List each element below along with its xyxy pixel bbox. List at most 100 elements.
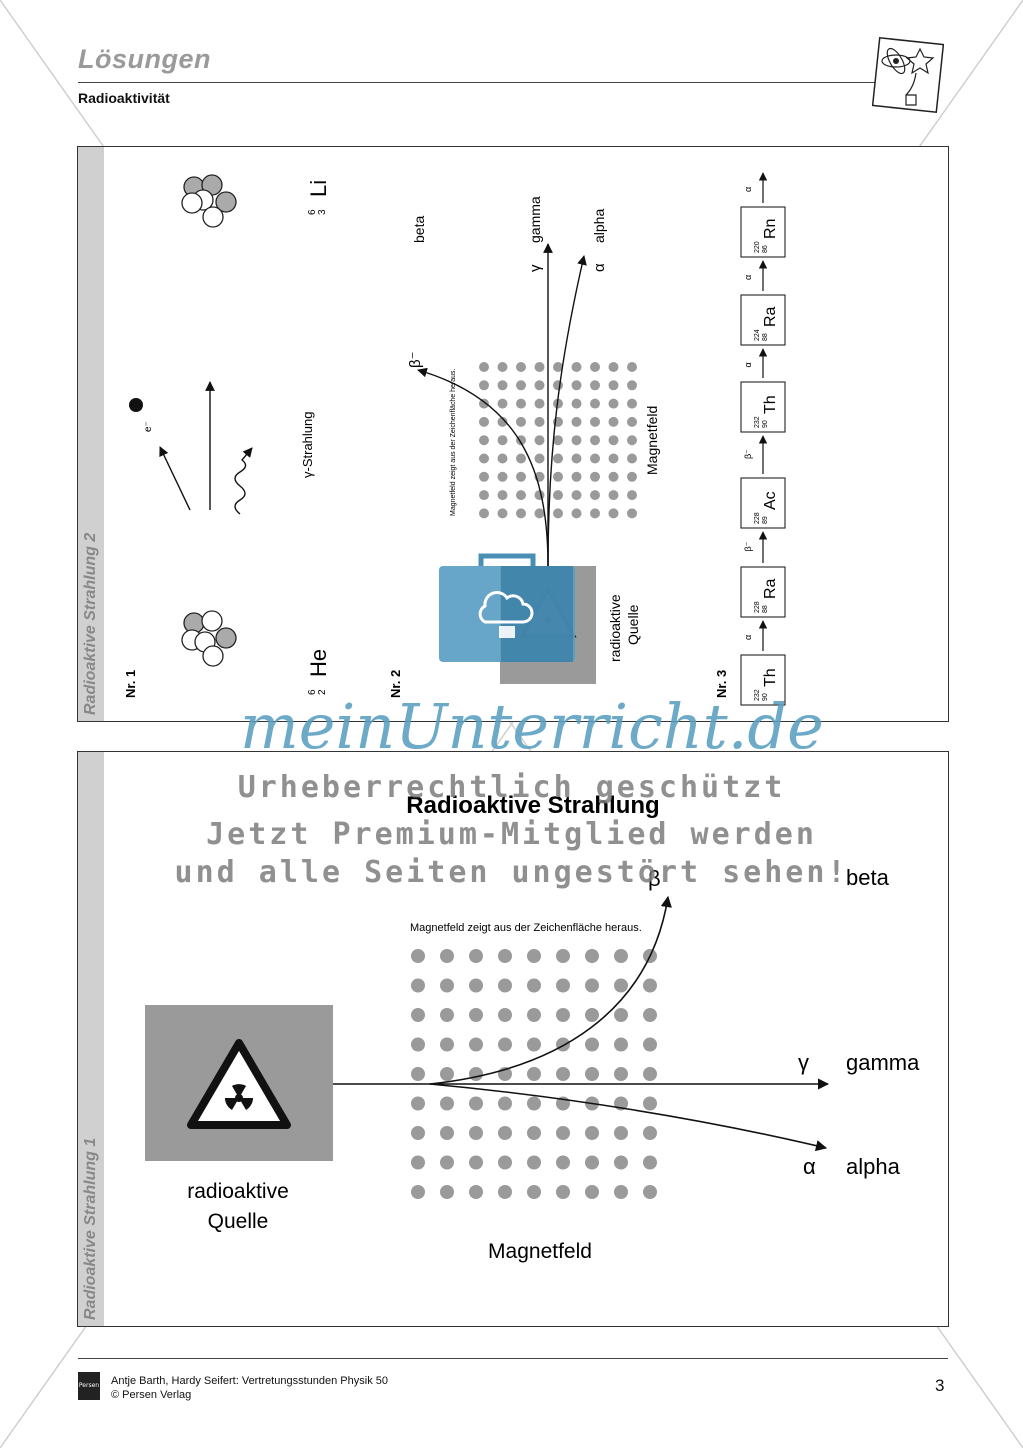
field-dot bbox=[497, 398, 508, 409]
field-dot bbox=[527, 1008, 541, 1022]
field-dot bbox=[627, 380, 637, 391]
field-dot bbox=[627, 435, 637, 446]
beta-beam-top bbox=[417, 367, 549, 567]
field-dot bbox=[608, 398, 619, 409]
field-dot bbox=[627, 490, 637, 501]
field-dot bbox=[527, 1155, 541, 1170]
page-header-subtitle: Radioaktivität bbox=[78, 90, 170, 106]
nuclide-mass: 232 bbox=[754, 416, 761, 428]
field-dot bbox=[608, 490, 619, 501]
field-dot bbox=[516, 362, 526, 372]
page-header-title: Lösungen bbox=[78, 44, 211, 74]
field-dot bbox=[469, 1155, 483, 1170]
field-dot bbox=[411, 978, 425, 993]
field-dot bbox=[479, 398, 489, 409]
field-dot bbox=[497, 435, 508, 446]
gamma-symbol-top: γ bbox=[527, 264, 544, 272]
field-dot bbox=[608, 380, 619, 391]
field-dot bbox=[571, 508, 582, 519]
field-dot bbox=[608, 471, 619, 482]
field-dot bbox=[497, 380, 508, 391]
field-dot bbox=[627, 453, 637, 464]
field-dot bbox=[627, 508, 637, 519]
field-dot bbox=[440, 1008, 454, 1022]
field-dot bbox=[590, 416, 600, 427]
alpha-label-top: alpha bbox=[591, 209, 607, 243]
field-dot bbox=[556, 978, 570, 993]
field-dot bbox=[608, 416, 619, 427]
field-dot bbox=[516, 508, 526, 519]
field-dot bbox=[411, 949, 425, 963]
field-dot bbox=[479, 416, 489, 427]
field-dot bbox=[527, 949, 541, 963]
field-dot bbox=[534, 416, 545, 427]
briefcase-icon bbox=[439, 553, 575, 662]
field-dot bbox=[527, 1067, 541, 1081]
nuclide-box bbox=[740, 206, 786, 258]
gamma-wave-icon bbox=[234, 447, 253, 515]
field-dot bbox=[516, 398, 526, 409]
field-dot bbox=[590, 398, 600, 409]
field-dot bbox=[527, 1037, 541, 1052]
field-dot bbox=[411, 1037, 425, 1052]
source-label-top-1: radioaktive bbox=[607, 594, 623, 662]
nuclide-mass: 228 bbox=[754, 512, 761, 524]
field-dot bbox=[585, 1155, 599, 1170]
field-dot bbox=[440, 1155, 454, 1170]
footer-credit-2: © Persen Verlag bbox=[111, 1389, 192, 1401]
field-dot bbox=[556, 1008, 570, 1022]
field-dot bbox=[479, 508, 489, 519]
field-dot bbox=[590, 471, 600, 482]
field-dot bbox=[497, 453, 508, 464]
field-dot bbox=[469, 1185, 483, 1199]
magnetic-field-dots-bottom bbox=[411, 949, 657, 1199]
science-logo-icon bbox=[872, 37, 944, 113]
nr1-label: Nr. 1 bbox=[123, 670, 138, 698]
source-label-bottom-1: radioaktive bbox=[187, 1180, 289, 1203]
field-dot bbox=[553, 435, 563, 446]
field-dot bbox=[571, 435, 582, 446]
field-dot bbox=[479, 362, 489, 372]
electron-label: e⁻ bbox=[143, 421, 154, 432]
field-dot bbox=[643, 1155, 657, 1170]
nuclide-box bbox=[740, 381, 786, 433]
beta-label-top: beta bbox=[411, 216, 427, 243]
field-dot bbox=[590, 508, 600, 519]
nuclide-number: 90 bbox=[762, 693, 769, 701]
beta-beam-bottom bbox=[429, 895, 672, 1085]
field-dot bbox=[469, 1126, 483, 1140]
field-dot bbox=[627, 416, 637, 427]
field-dot bbox=[516, 453, 526, 464]
field-dot bbox=[614, 1037, 628, 1052]
nuclide-number: 90 bbox=[762, 420, 769, 428]
field-dot bbox=[614, 1185, 628, 1199]
field-dot bbox=[643, 1185, 657, 1199]
field-dot bbox=[469, 1008, 483, 1022]
field-label-bottom: Magnetfeld bbox=[488, 1240, 592, 1263]
nuclide-symbol: Rn bbox=[762, 219, 779, 239]
nr2-label: Nr. 2 bbox=[388, 670, 403, 698]
field-label-top: Magnetfeld bbox=[644, 406, 660, 475]
li-symbol: Li bbox=[306, 180, 331, 197]
field-dot bbox=[553, 453, 563, 464]
field-dot bbox=[571, 490, 582, 501]
footer-credit-1: Antje Barth, Hardy Seifert: Vertretungss… bbox=[111, 1375, 388, 1387]
field-dot bbox=[627, 471, 637, 482]
footer-divider bbox=[78, 1358, 948, 1359]
field-dot bbox=[479, 380, 489, 391]
nuclide-box bbox=[740, 654, 786, 706]
bottom-title: Radioaktive Strahlung bbox=[406, 792, 659, 819]
field-dot bbox=[590, 453, 600, 464]
field-dot bbox=[469, 1067, 483, 1081]
panel-bottom-drawing: Radioaktive Strahlung Magnetfeld zeigt a… bbox=[145, 792, 920, 1263]
field-dot bbox=[643, 1096, 657, 1111]
field-dot bbox=[643, 1008, 657, 1022]
field-dot bbox=[614, 1008, 628, 1022]
publisher-logo: Persen bbox=[78, 1372, 100, 1400]
field-dot bbox=[498, 1037, 512, 1052]
he-number: 2 bbox=[317, 689, 328, 695]
field-dot bbox=[571, 471, 582, 482]
gamma-strahlung-label: γ-Strahlung bbox=[300, 412, 315, 478]
alpha-beam-bottom bbox=[429, 1083, 828, 1152]
field-dot bbox=[585, 1008, 599, 1022]
